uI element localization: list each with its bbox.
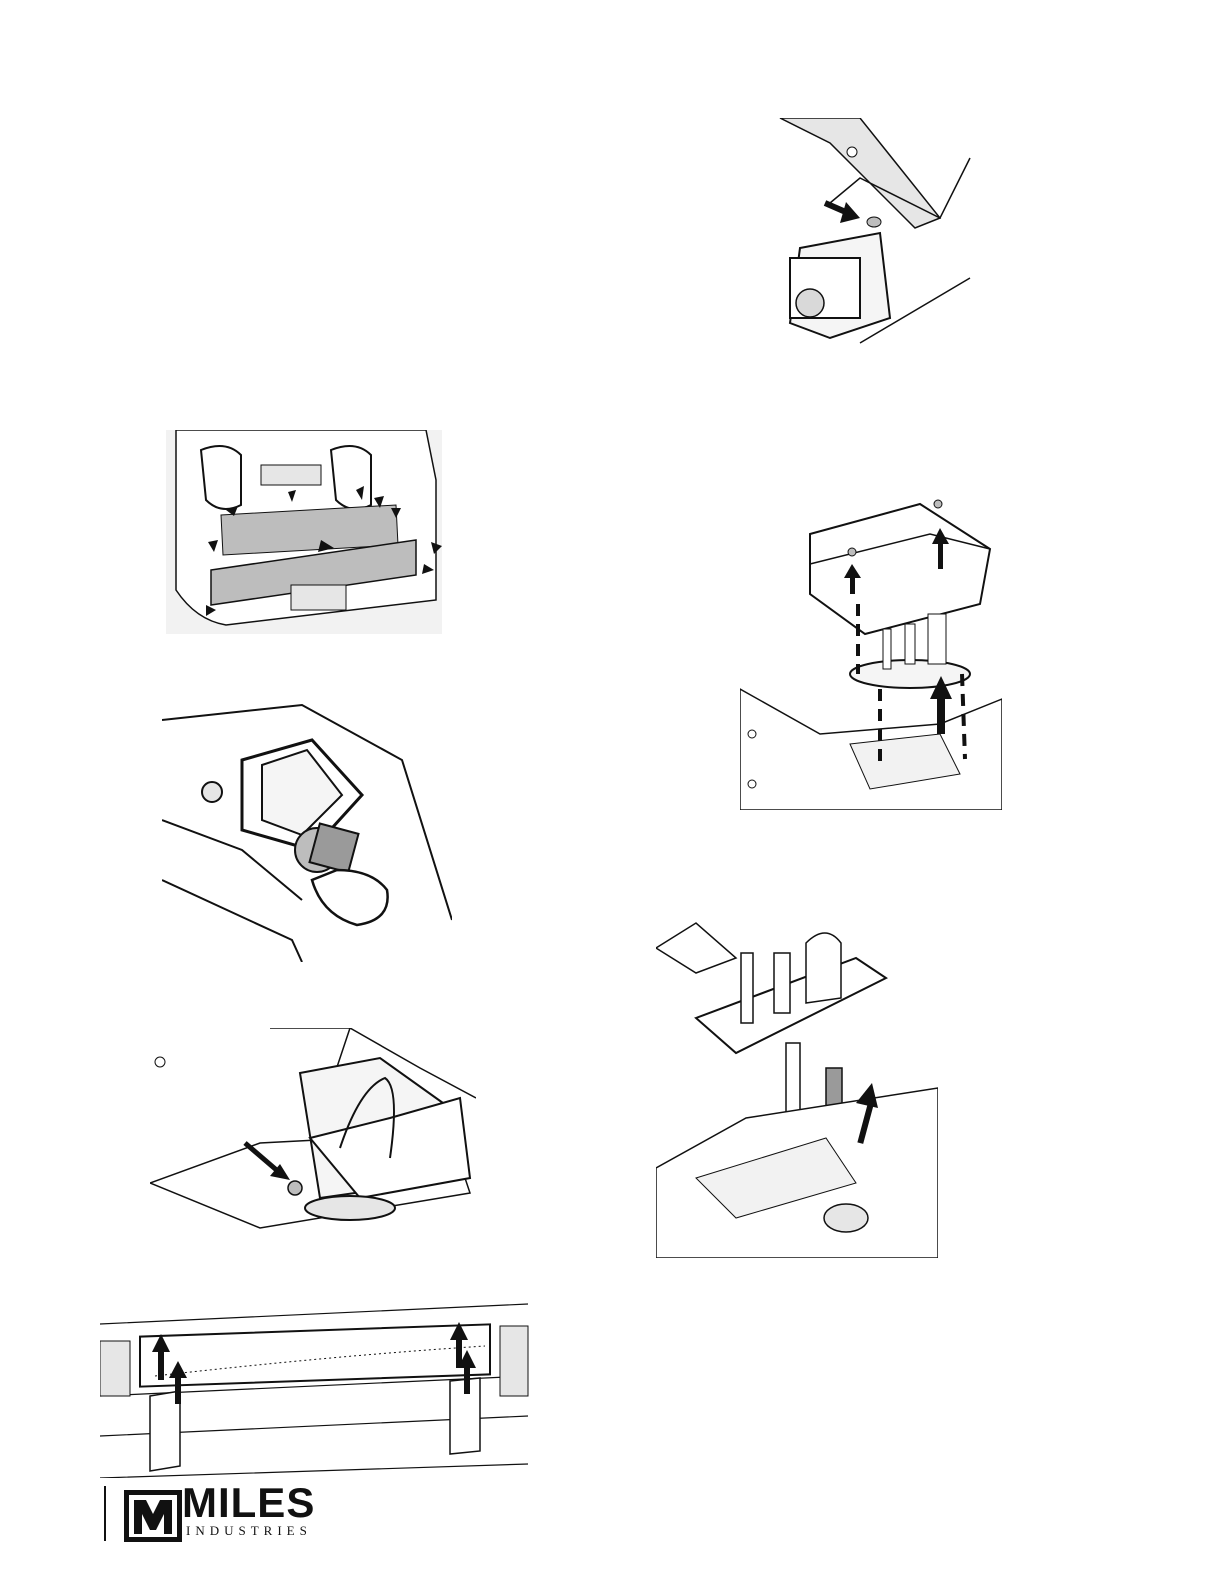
pilot-orifice-illustration [656,918,938,1258]
burner-tube-illustration [770,118,972,350]
brand-logo: MILES INDUSTRIES [104,1486,334,1546]
brand-name: MILES [182,1482,315,1524]
pilot-bracket-illustration [150,1028,476,1230]
logo-divider [104,1486,106,1541]
pilot-hood-illustration [740,494,1002,810]
brand-tagline: INDUSTRIES [186,1524,312,1537]
fig-burner-tube-screw [770,118,972,350]
arrow-icon [825,202,860,223]
fig-pilot-assembly-inlet [162,700,452,962]
pilot-inlet-illustration [162,700,452,962]
fig-burner-removal [100,1286,530,1478]
burner-removal-illustration [100,1286,530,1478]
miles-m-logo-icon [124,1490,182,1542]
fig-control-panel-front [166,430,442,634]
fig-pilot-hood-removal [740,494,1002,810]
fig-pilot-orifice-removal [656,918,938,1258]
control-panel-illustration [166,430,442,634]
fig-pilot-bracket-screw [150,1028,476,1230]
